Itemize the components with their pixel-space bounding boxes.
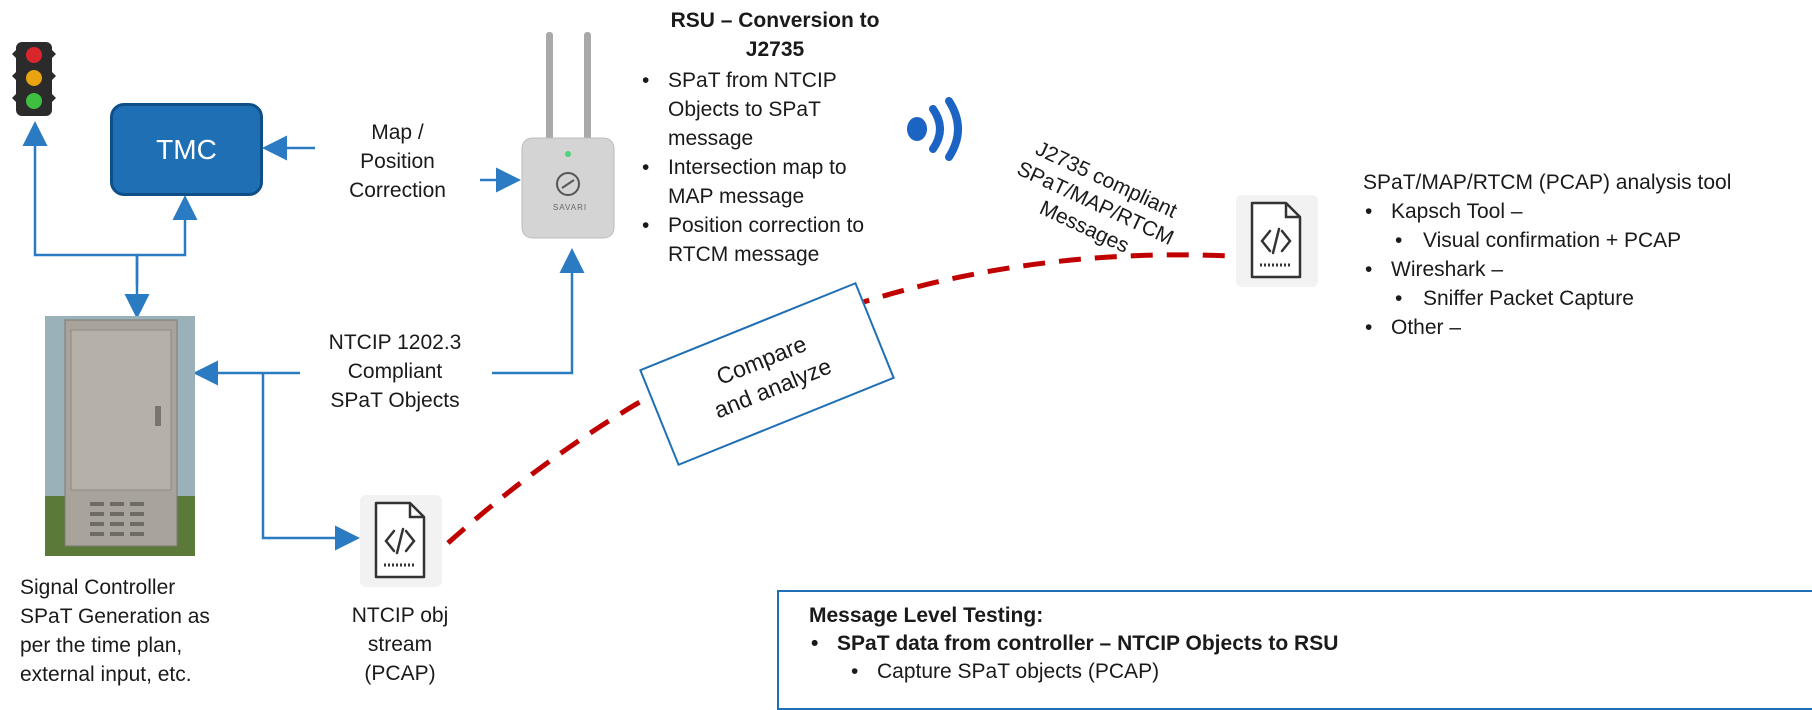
analysis-tool-item: Other –	[1363, 313, 1803, 342]
analysis-tool-block: SPaT/MAP/RTCM (PCAP) analysis tool Kapsc…	[1363, 168, 1803, 342]
analysis-code-file-icon	[1236, 195, 1318, 287]
testing-subbullet: Capture SPaT objects (PCAP)	[849, 658, 1785, 686]
ntcip-to-rsu-arrow	[492, 248, 585, 375]
analysis-tool-item: Wireshark –	[1363, 255, 1803, 284]
testing-bullet: SPaT data from controller – NTCIP Object…	[809, 630, 1785, 658]
analysis-tool-item: Kapsch Tool –	[1363, 197, 1803, 226]
tmc-label: TMC	[156, 133, 217, 165]
ntcip-stream-caption: NTCIP obj stream (PCAP)	[351, 604, 449, 685]
rsu-bullet: Position correction to RTCM message	[640, 211, 920, 269]
controller-to-stream-arrow	[261, 373, 360, 551]
rsu-brand-text: SAVARI	[552, 203, 588, 212]
tmc-box: TMC	[110, 103, 263, 196]
ntcip-objects-label: NTCIP 1202.3 Compliant SPaT Objects	[328, 331, 462, 412]
rsu-bullet: Intersection map to MAP message	[640, 153, 920, 211]
stream-code-file-icon	[360, 495, 442, 587]
message-testing-box: Message Level Testing: SPaT data from co…	[777, 590, 1812, 710]
rsu-bullet-list: SPaT from NTCIP Objects to SPaT message …	[640, 66, 920, 269]
testing-title: Message Level Testing:	[809, 604, 1044, 627]
analysis-tool-subitem: Sniffer Packet Capture	[1363, 284, 1803, 313]
analysis-tool-list: Kapsch Tool –	[1363, 197, 1803, 226]
controller-to-tmc-arrow	[137, 195, 198, 257]
rsu-title: RSU – Conversion to J2735	[670, 9, 880, 61]
analysis-tool-subitem: Visual confirmation + PCAP	[1363, 226, 1803, 255]
analysis-tool-sublist: Visual confirmation + PCAP	[1363, 226, 1803, 255]
traffic-light-icon	[12, 42, 56, 116]
wireless-signal-icon	[907, 97, 962, 161]
analysis-tool-title: SPaT/MAP/RTCM (PCAP) analysis tool	[1363, 171, 1732, 194]
map-position-label: Map / Position Correction	[349, 121, 446, 202]
signal-cabinet-image	[45, 316, 195, 556]
rsu-conversion-block: RSU – Conversion to J2735 SPaT from NTCI…	[640, 6, 920, 269]
rsu-bullet: SPaT from NTCIP Objects to SPaT message	[640, 66, 920, 153]
rsu-device-image	[521, 32, 615, 239]
signal-controller-caption: Signal Controller SPaT Generation as per…	[20, 576, 210, 686]
